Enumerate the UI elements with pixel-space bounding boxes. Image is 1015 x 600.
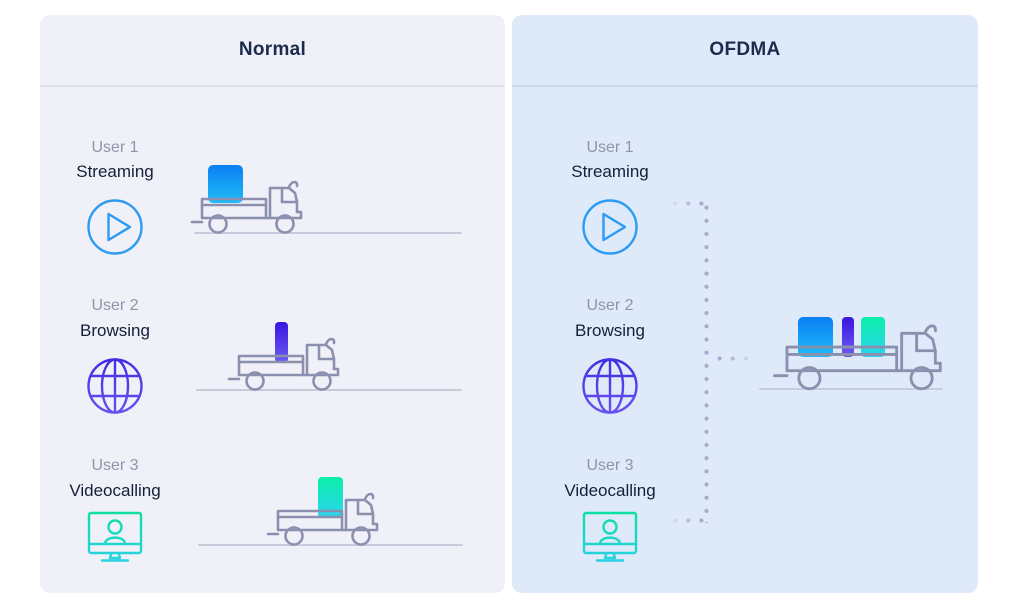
normal-user2-activity: Browsing — [80, 321, 150, 340]
ofdma-panel: OFDMA User 1 Streaming User 2 Browsing — [512, 15, 978, 593]
ofdma-user3-activity: Videocalling — [564, 481, 656, 500]
normal-user1-name: User 1 — [91, 139, 139, 156]
globe-icon — [582, 358, 638, 414]
truck-browsing-icon — [227, 337, 340, 391]
dotted-connector-vertical — [704, 201, 709, 523]
truck-combined-icon — [773, 324, 942, 391]
ofdma-user1-name: User 1 — [586, 139, 634, 156]
ofdma-user3-name: User 3 — [586, 457, 634, 474]
videocall-icon — [582, 511, 638, 562]
truck-videocalling-icon — [266, 492, 379, 546]
normal-user2-name: User 2 — [91, 297, 139, 314]
road-line — [759, 388, 943, 390]
truck-streaming-icon — [190, 180, 303, 234]
normal-panel-title: Normal — [40, 15, 505, 87]
videocalling-cargo — [861, 317, 885, 357]
videocall-icon — [87, 511, 143, 562]
ofdma-panel-title: OFDMA — [512, 15, 978, 87]
ofdma-user1-activity: Streaming — [571, 162, 649, 181]
ofdma-user2-activity: Browsing — [575, 321, 645, 340]
normal-user1-activity: Streaming — [76, 162, 154, 181]
globe-icon — [87, 358, 143, 414]
road-line — [194, 232, 462, 234]
browsing-cargo — [275, 322, 288, 363]
normal-user3-name: User 3 — [91, 457, 139, 474]
streaming-cargo — [798, 317, 833, 357]
normal-user3-activity: Videocalling — [69, 481, 161, 500]
dotted-connector-user1 — [664, 201, 708, 206]
play-icon — [87, 199, 143, 255]
normal-panel: Normal User 1 Streaming — [40, 15, 505, 593]
road-line — [196, 389, 462, 391]
ofdma-user2-name: User 2 — [586, 297, 634, 314]
dotted-connector-user3 — [664, 518, 708, 523]
dotted-connector-to-truck — [713, 356, 761, 361]
play-icon — [582, 199, 638, 255]
streaming-cargo — [208, 165, 243, 203]
road-line — [198, 544, 463, 546]
